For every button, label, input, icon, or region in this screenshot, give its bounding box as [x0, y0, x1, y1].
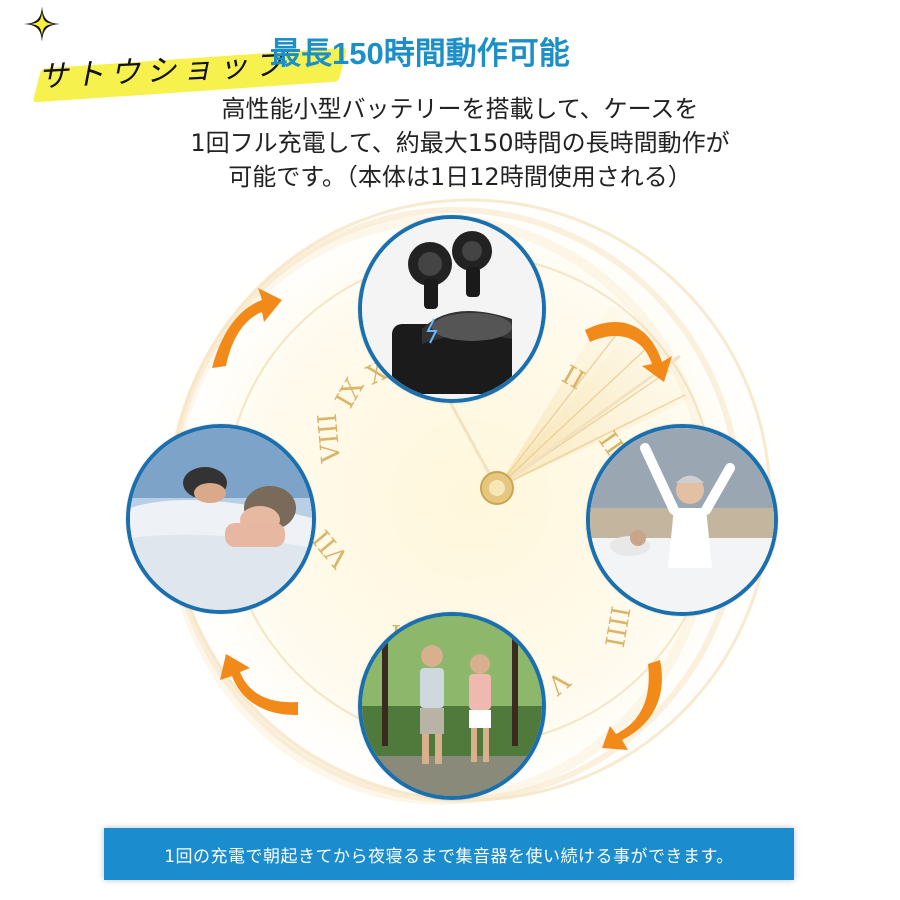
earbuds-case-photo [358, 215, 546, 403]
clock-minute-hand [496, 354, 681, 490]
description-line: 高性能小型バッテリーを搭載して、ケースを [221, 95, 699, 123]
headline: 最長150時間動作可能 [270, 36, 570, 71]
arrow-bottom-right [602, 660, 662, 750]
description-line: 可能です。（本体は1日12時間使用される） [228, 163, 692, 191]
arrow-top-right [585, 321, 672, 382]
arrow-bottom-left [220, 654, 298, 716]
cycle-arrows [212, 288, 672, 750]
arrow-top-left [212, 288, 282, 368]
footer-text: 1回の充電で朝起きてから夜寝るまで集音器を使い続ける事ができます。 [164, 846, 734, 867]
description: 高性能小型バッテリーを搭載して、ケースを 1回フル充電して、約最大150時間の長… [110, 92, 810, 194]
sleeping-woman-photo [126, 424, 316, 614]
clock-numeral: IIII [598, 604, 635, 650]
sparkle-icon [24, 6, 60, 42]
description-line: 1回フル充電して、約最大150時間の長時間動作が [190, 129, 730, 157]
waking-woman-photo [586, 424, 778, 616]
walking-couple-photo [358, 612, 546, 800]
clock-light-beams [496, 305, 690, 489]
clock-numeral: VIII [313, 412, 347, 465]
footer-banner: 1回の充電で朝起きてから夜寝るまで集音器を使い続ける事ができます。 [104, 828, 794, 880]
